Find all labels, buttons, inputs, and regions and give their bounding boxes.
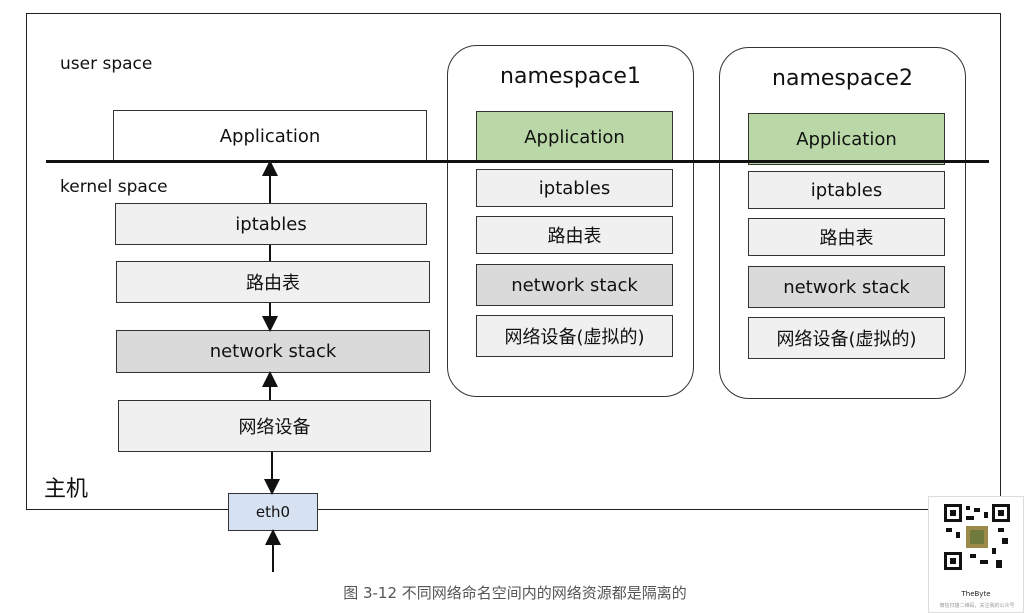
namespace2-title: namespace2 [772, 66, 913, 91]
host-network-device-box: 网络设备 [118, 400, 431, 452]
ns2-route-table-box: 路由表 [748, 218, 945, 256]
host-route-table-box: 路由表 [116, 261, 430, 303]
ns2-iptables-box: iptables [748, 171, 945, 209]
ns1-iptables-box: iptables [476, 169, 673, 207]
ns1-network-device-box: 网络设备(虚拟的) [476, 315, 673, 357]
ns1-network-stack-box: network stack [476, 264, 673, 306]
qr-card [928, 496, 1024, 613]
qr-code-image [942, 502, 1012, 572]
qr-account-name: TheByte [961, 590, 991, 598]
namespace1-frame [447, 45, 694, 397]
namespace1-title: namespace1 [500, 64, 641, 89]
ns2-application-box: Application [748, 113, 945, 165]
host-iptables-box: iptables [115, 203, 427, 245]
namespace2-frame [719, 47, 966, 399]
figure-caption: 图 3-12 不同网络命名空间内的网络资源都是隔离的 [343, 584, 687, 602]
qr-subtext: 微信扫描二维码，关注我的公众号 [939, 603, 1015, 609]
ns1-route-table-box: 路由表 [476, 216, 673, 254]
user-kernel-separator [46, 160, 989, 163]
user-space-label: user space [60, 54, 153, 74]
kernel-space-label: kernel space [60, 177, 168, 197]
host-label: 主机 [44, 477, 89, 502]
ns2-network-device-box: 网络设备(虚拟的) [748, 317, 945, 359]
host-network-stack-box: network stack [116, 330, 430, 373]
host-frame [26, 13, 1001, 510]
ns2-network-stack-box: network stack [748, 266, 945, 308]
